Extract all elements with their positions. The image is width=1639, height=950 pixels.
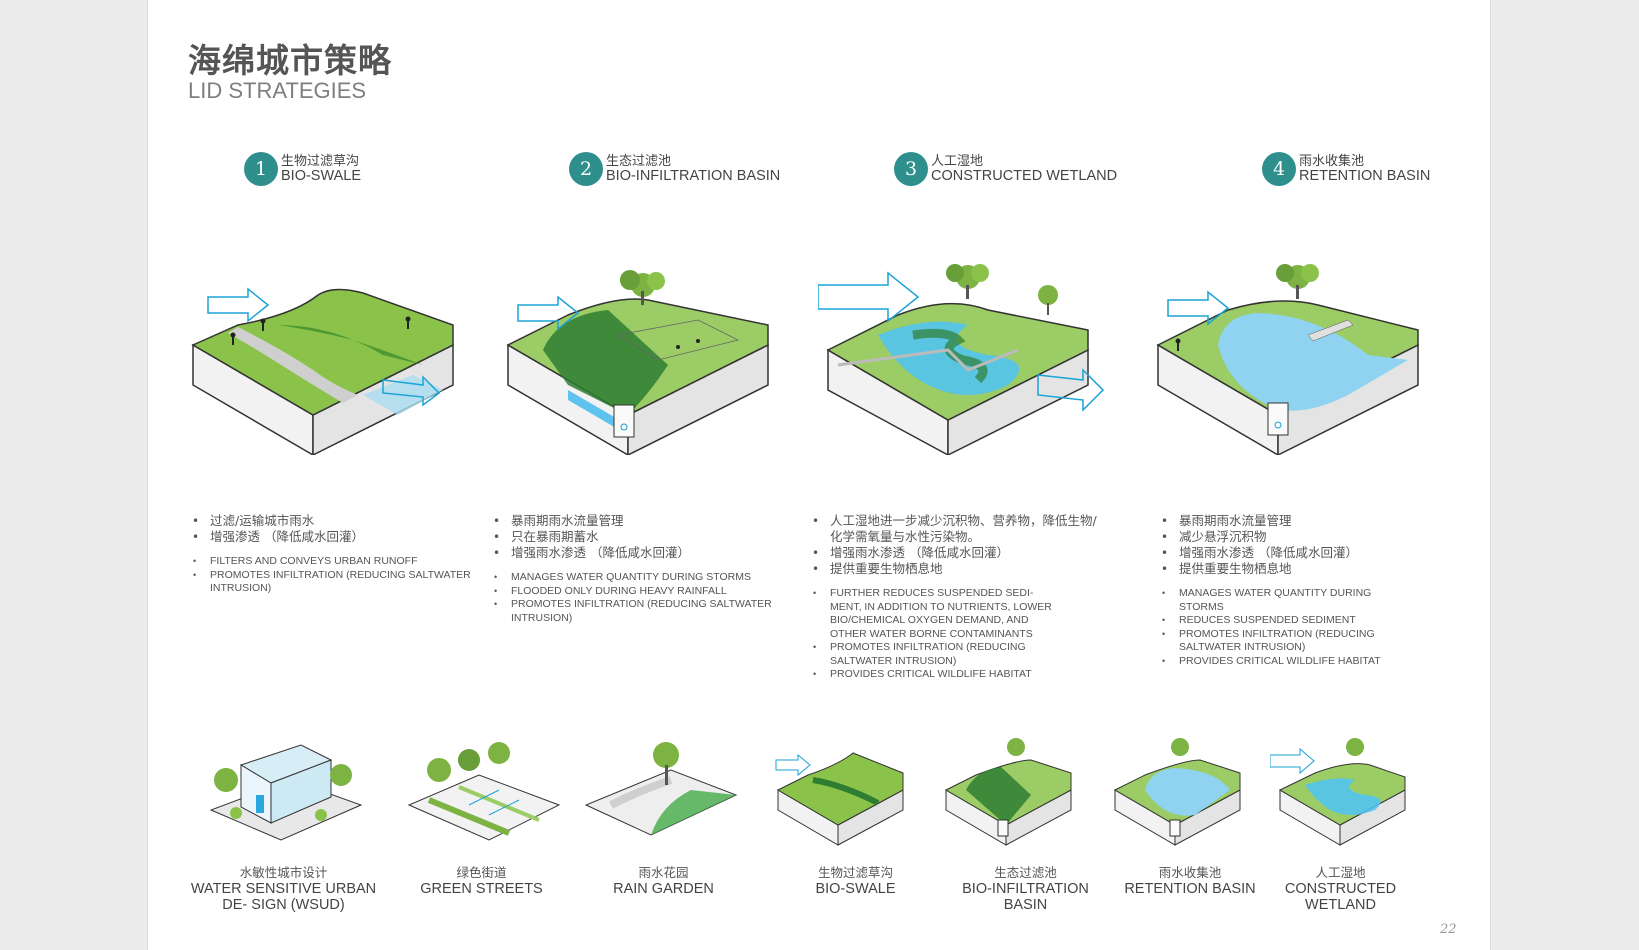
thumbnail-caption-green-streets: 绿色街道 GREEN STREETS (404, 865, 559, 897)
thumbnail-caption-wsud: 水敏性城市设计 WATER SENSITIVE URBAN DE- SIGN (… (181, 865, 386, 913)
strategy-title-zh: 生物过滤草沟 (281, 154, 360, 169)
en-bullet: FLOODED ONLY DURING HEAVY RAINFALL (491, 585, 781, 599)
en-bullet: FILTERS AND CONVEYS URBAN RUNOFF (190, 555, 480, 569)
en-bullet: PROMOTES INFILTRATION (REDUCING SALTWATE… (810, 641, 1060, 668)
bio-infiltration-basin-diagram (506, 270, 769, 455)
strategy-4-description: 暴雨期雨水流量管理 减少悬浮沉积物 增强雨水渗透 （降低咸水回灌） 提供重要生物… (1159, 513, 1449, 668)
page-number: 22 (1440, 922, 1457, 937)
strategy-1-header: 1 生物过滤草沟 BIO-SWALE (244, 150, 574, 188)
page-title-zh: 海绵城市策略 (188, 41, 392, 80)
en-bullet: REDUCES SUSPENDED SEDIMENT (1159, 614, 1389, 628)
document-page: 海绵城市策略 LID STRATEGIES 1 生物过滤草沟 BIO-SWALE… (147, 0, 1491, 950)
zh-bullet: 暴雨期雨水流量管理 (491, 513, 781, 529)
zh-bullet: 提供重要生物栖息地 (1159, 561, 1449, 577)
strategy-number-badge: 3 (894, 152, 928, 186)
strategy-2-description: 暴雨期雨水流量管理 只在暴雨期蓄水 增强雨水渗透 （降低咸水回灌） MANAGE… (491, 513, 781, 625)
bio-swale-diagram (191, 287, 454, 455)
caption-en: BIO-SWALE (815, 881, 896, 897)
strategy-title-en: BIO-SWALE (281, 168, 362, 184)
en-bullet: PROVIDES CRITICAL WILDLIFE HABITAT (1159, 655, 1389, 669)
caption-zh: 人工湿地 (1315, 865, 1366, 880)
zh-bullet: 过滤/运输城市雨水 (190, 513, 480, 529)
zh-bullet: 人工湿地进一步减少沉积物、营养物，降低生物/化学需氧量与水性污染物。 (810, 513, 1100, 545)
caption-en: RETENTION BASIN (1124, 881, 1256, 897)
retention-basin-diagram (1156, 264, 1419, 455)
caption-zh: 雨水收集池 (1158, 865, 1222, 880)
en-bullet: MANAGES WATER QUANTITY DURING STORMS (491, 571, 781, 585)
green-streets-thumbnail (407, 742, 561, 841)
strategy-1-description: 过滤/运输城市雨水 增强渗透 （降低咸水回灌） FILTERS AND CONV… (190, 513, 480, 596)
zh-bullet: 增强雨水渗透 （降低咸水回灌） (491, 545, 781, 561)
caption-en: CONSTRUCTED WETLAND (1284, 881, 1397, 913)
zh-bullet: 增强渗透 （降低咸水回灌） (190, 529, 480, 545)
strategy-title-en: BIO-INFILTRATION BASIN (606, 168, 781, 184)
strategy-title-zh: 生态过滤池 (606, 154, 672, 169)
constructed-wetland-thumbnail (1270, 738, 1406, 846)
caption-zh: 绿色街道 (456, 865, 507, 880)
thumbnail-caption-retention-basin: 雨水收集池 RETENTION BASIN (1105, 865, 1275, 897)
zh-bullet: 增强雨水渗透 （降低咸水回灌） (1159, 545, 1449, 561)
strategy-number-badge: 2 (569, 152, 603, 186)
caption-zh: 雨水花园 (638, 865, 689, 880)
zh-bullet: 提供重要生物栖息地 (810, 561, 1100, 577)
zh-bullet: 只在暴雨期蓄水 (491, 529, 781, 545)
strategy-4-header: 4 雨水收集池 RETENTION BASIN (1262, 150, 1592, 188)
caption-en: RAIN GARDEN (613, 881, 714, 897)
caption-zh: 水敏性城市设计 (239, 865, 328, 880)
strategy-title-zh: 人工湿地 (931, 154, 984, 169)
caption-en: GREEN STREETS (420, 881, 543, 897)
page-title-en: LID STRATEGIES (188, 78, 367, 103)
bio-infiltration-basin-thumbnail (944, 738, 1072, 846)
caption-en: BIO-INFILTRATION BASIN (962, 881, 1089, 913)
en-bullet: MANAGES WATER QUANTITY DURING STORMS (1159, 587, 1389, 614)
thumbnail-caption-bio-infiltration-basin: 生态过滤池 BIO-INFILTRATION BASIN (948, 865, 1103, 913)
strategy-3-header: 3 人工湿地 CONSTRUCTED WETLAND (894, 150, 1224, 188)
strategy-title-zh: 雨水收集池 (1299, 154, 1365, 169)
caption-zh: 生态过滤池 (994, 865, 1057, 880)
en-bullet: FURTHER REDUCES SUSPENDED SEDI- MENT, IN… (810, 587, 1060, 641)
en-bullet: PROMOTES INFILTRATION (REDUCING SALTWATE… (491, 598, 781, 625)
zh-bullet: 暴雨期雨水流量管理 (1159, 513, 1449, 529)
strategy-title-en: RETENTION BASIN (1299, 168, 1431, 184)
zh-bullet: 增强雨水渗透 （降低咸水回灌） (810, 545, 1100, 561)
thumbnail-caption-rain-garden: 雨水花园 RAIN GARDEN (586, 865, 741, 897)
strategy-2-header: 2 生态过滤池 BIO-INFILTRATION BASIN (569, 150, 899, 188)
en-bullet: PROMOTES INFILTRATION (REDUCING SALTWATE… (190, 569, 480, 596)
bio-swale-thumbnail (775, 752, 904, 846)
caption-en: WATER SENSITIVE URBAN DE- SIGN (WSUD) (190, 881, 377, 913)
en-bullet: PROMOTES INFILTRATION (REDUCING SALTWATE… (1159, 628, 1389, 655)
strategy-number-badge: 4 (1262, 152, 1296, 186)
retention-basin-thumbnail (1113, 738, 1241, 846)
zh-bullet: 减少悬浮沉积物 (1159, 529, 1449, 545)
rain-garden-thumbnail (584, 742, 738, 836)
en-bullet: PROVIDES CRITICAL WILDLIFE HABITAT (810, 668, 1060, 682)
caption-zh: 生物过滤草沟 (817, 865, 893, 880)
strategy-title-en: CONSTRUCTED WETLAND (931, 168, 1118, 184)
constructed-wetland-diagram (818, 264, 1105, 455)
strategy-3-description: 人工湿地进一步减少沉积物、营养物，降低生物/化学需氧量与水性污染物。 增强雨水渗… (810, 513, 1100, 682)
strategy-number-badge: 1 (244, 152, 278, 186)
wsud-thumbnail (209, 744, 363, 841)
thumbnail-caption-constructed-wetland: 人工湿地 CONSTRUCTED WETLAND (1268, 865, 1413, 913)
thumbnail-caption-bio-swale: 生物过滤草沟 BIO-SWALE (778, 865, 933, 897)
